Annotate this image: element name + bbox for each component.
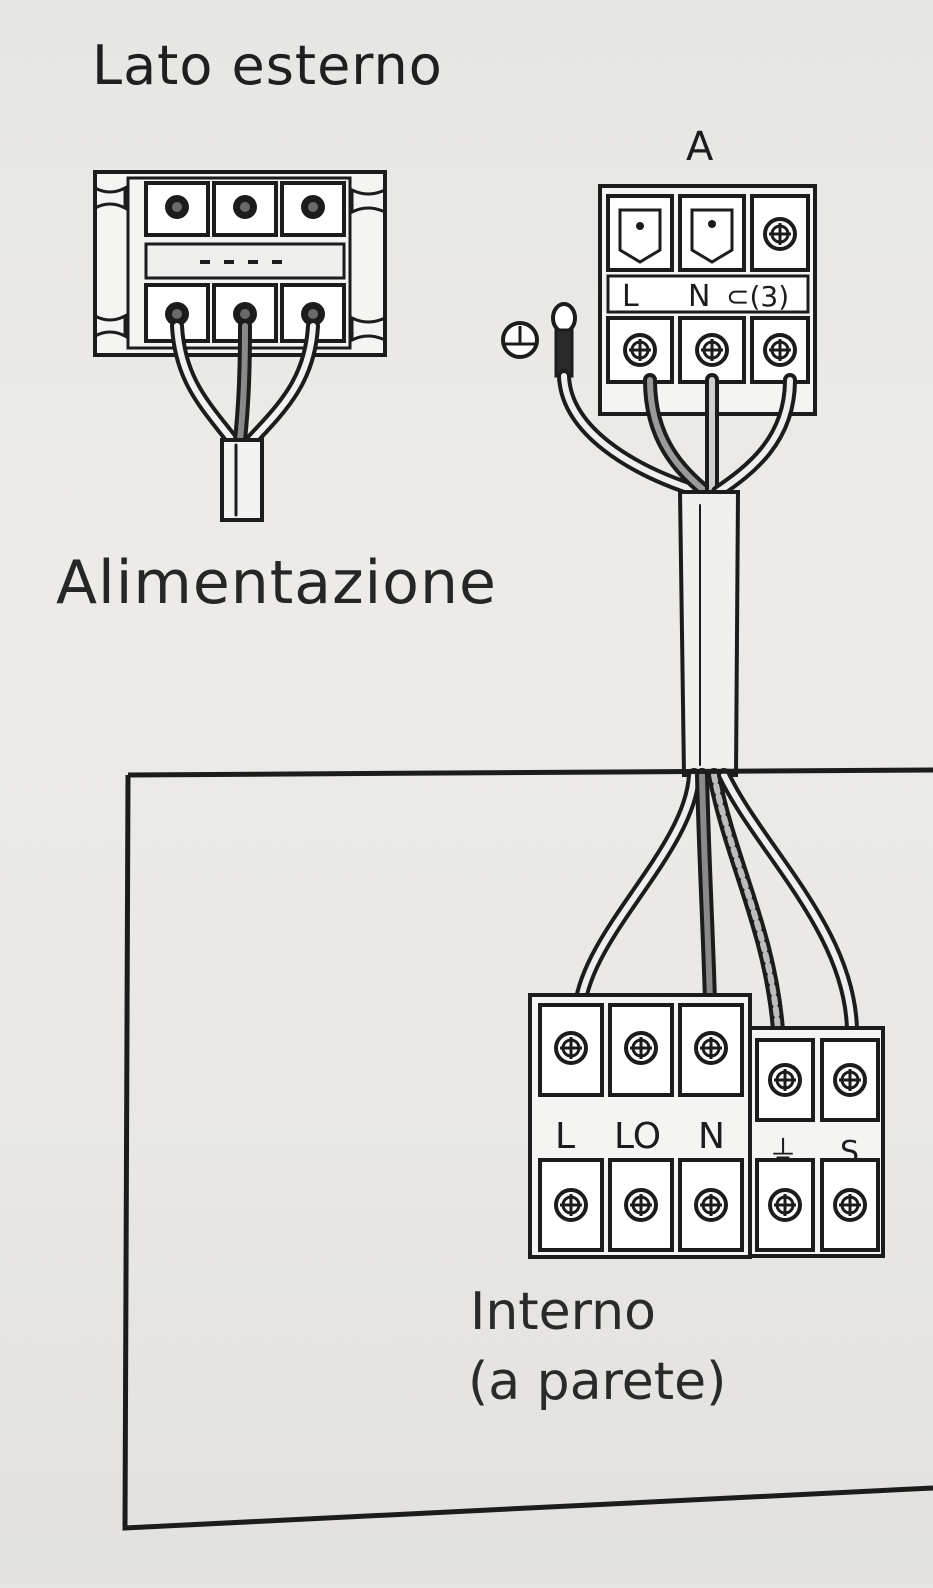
ground-icon xyxy=(501,321,539,359)
indoor-marking-l: L xyxy=(555,1116,575,1157)
indoor-marking-lo: LO xyxy=(614,1116,661,1157)
indoor-terminal-block: L LO N ⏚ S xyxy=(528,993,885,1259)
indoor-marking-n: N xyxy=(698,1116,725,1157)
outdoor-side-label: Lato esterno xyxy=(92,34,443,97)
terminal-a-marking-n: N xyxy=(688,279,710,314)
terminal-a-marking-l: L xyxy=(622,279,639,314)
outdoor-power-terminal xyxy=(93,170,387,357)
terminal-a-marking-3: ⊂(3) xyxy=(726,280,789,313)
interconnect-cable xyxy=(557,369,859,1037)
power-supply-cable xyxy=(170,319,320,522)
terminal-block-a: L N ⊂(3) xyxy=(598,184,817,416)
indoor-label: Interno xyxy=(470,1282,656,1342)
power-supply-label: Alimentazione xyxy=(56,548,497,618)
ground-lug xyxy=(551,302,577,378)
indoor-unit-frame xyxy=(122,767,933,1531)
wall-mounted-label: (a parete) xyxy=(468,1352,727,1412)
terminal-a-label: A xyxy=(686,124,714,170)
